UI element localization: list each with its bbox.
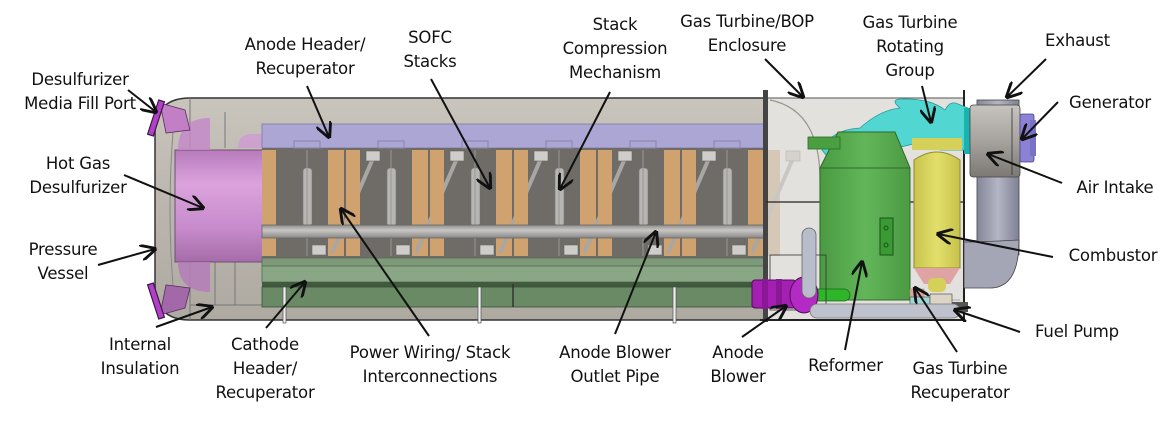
header-clip: [629, 140, 657, 149]
arrow-stack-compression: [560, 91, 611, 189]
arrow-enclosure: [764, 58, 803, 97]
stack-bracket: [731, 244, 747, 256]
header-clip: [713, 140, 741, 149]
arrow-pressure-vessel: [97, 249, 155, 266]
stack-bracket: [365, 150, 381, 162]
arrow-insulation: [155, 307, 212, 328]
arrow-fill-port: [127, 89, 156, 112]
arrow-air-intake: [988, 154, 1063, 184]
stack-bracket: [617, 150, 633, 162]
stack-cell-strip: [514, 150, 528, 256]
arrow-reformer: [844, 262, 862, 351]
arrow-generator: [1022, 101, 1059, 139]
combustor: [912, 138, 962, 292]
label-exhaust: Exhaust: [1045, 31, 1110, 50]
stack-cell-strip: [262, 150, 276, 256]
arrow-anode-header: [306, 85, 329, 137]
label-combustor: Combustor: [1068, 246, 1158, 265]
air-intake: [969, 104, 1021, 178]
label-generator: Generator: [1069, 93, 1151, 112]
arrow-fuel-pump: [955, 310, 1021, 333]
stack-bracket: [701, 150, 717, 162]
stack-cell-strip: [430, 150, 444, 256]
stack-bracket: [311, 244, 327, 256]
stack-bracket: [449, 150, 465, 162]
arrow-cathode-header: [265, 282, 305, 329]
anode-blower: [751, 227, 961, 319]
anode-blower-outlet-pipe: [261, 224, 767, 239]
arrow-combustor: [938, 234, 1054, 258]
label-fuel-pump: Fuel Pump: [1035, 322, 1119, 341]
header-clip: [545, 140, 573, 149]
header-clip: [461, 140, 489, 149]
anode-header: [261, 123, 767, 149]
label-air-intake: Air Intake: [1076, 178, 1154, 197]
label-anode-header: Anode Header/Recuperator: [244, 35, 366, 78]
label-reformer: Reformer: [808, 356, 883, 375]
desulfurizer-fill-port: [146, 99, 191, 320]
stack-bracket: [395, 244, 411, 256]
arrow-blower-outlet: [614, 232, 656, 335]
arrow-anode-blower: [741, 306, 786, 338]
arrow-desulfurizer: [123, 174, 203, 208]
stack-bracket: [479, 244, 495, 256]
header-clip: [293, 140, 321, 149]
arrow-power-wiring: [341, 209, 430, 337]
arrow-exhaust: [1007, 58, 1047, 97]
stack-cell-strip: [682, 150, 696, 256]
arrow-rotating-group: [922, 85, 931, 122]
arrow-sofc-stacks: [430, 78, 490, 188]
stack-bracket: [563, 244, 579, 256]
header-clip: [377, 140, 405, 149]
stack-cell-strip: [598, 150, 612, 256]
stack-cell-strip: [346, 150, 360, 256]
stack-bracket: [533, 150, 549, 162]
arrow-gt-recuperator: [915, 288, 958, 353]
